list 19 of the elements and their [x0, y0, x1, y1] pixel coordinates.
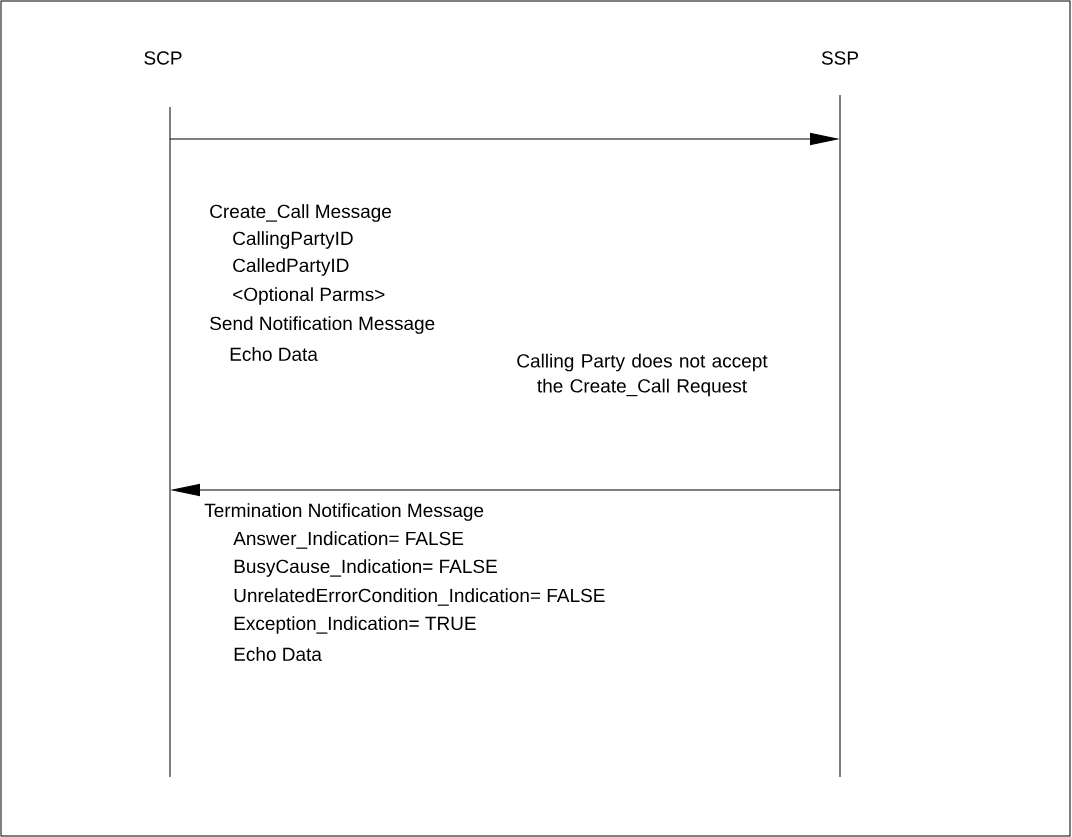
message-text: Send Notification Message — [210, 316, 435, 334]
message-text: CallingPartyID — [233, 231, 353, 249]
message-text: BusyCause_Indication= FALSE — [234, 559, 497, 577]
message-text: Calling Party does not accept the Create_Call Request — [517, 353, 768, 397]
lifeline — [839, 94, 841, 778]
message-text: CalledPartyID — [233, 258, 349, 276]
message-text: Echo Data — [234, 647, 322, 661]
message-text: Echo Data — [230, 347, 318, 361]
message-text: <Optional Parms> — [233, 287, 385, 305]
message-text: Create_Call Message — [210, 204, 391, 222]
lifeline — [169, 106, 171, 778]
message-text: Exception_Indication= TRUE — [234, 616, 476, 634]
message-text: UnrelatedErrorCondition_Indication= FALSE — [234, 588, 605, 606]
message-arrow — [172, 483, 841, 496]
participant-label: SCP — [144, 51, 182, 65]
message-text: Answer_Indication= FALSE — [233, 531, 464, 549]
message-arrow — [169, 132, 838, 146]
message-text: Termination Notification Message — [204, 503, 484, 521]
participant-label: SSP — [821, 51, 858, 65]
